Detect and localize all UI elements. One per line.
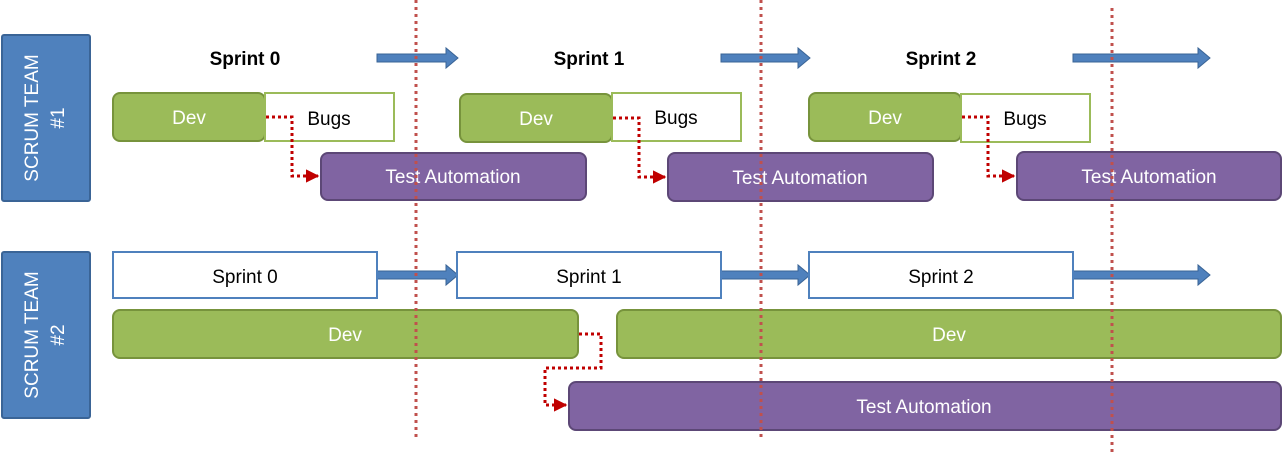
team2-sprint0-label: Sprint 0 [212, 267, 277, 288]
team1-sprint2-dev-label: Dev [868, 108, 902, 129]
team1-label: SCRUM TEAM #1 [1, 34, 91, 202]
team1-sprint2-arrow [1072, 46, 1211, 70]
team2-label-line2: #2 [48, 324, 69, 345]
team2-dev-box-1 [112, 309, 579, 359]
team1-sprint2-bugs-label: Bugs [1003, 109, 1046, 130]
team2-label: SCRUM TEAM #2 [1, 251, 91, 419]
team1-sprint0-title: Sprint 0 [210, 49, 281, 70]
team2-sprint2-arrow [1072, 263, 1211, 287]
team1-sprint2-title: Sprint 2 [906, 49, 977, 70]
team1-sprint0-dev-label: Dev [172, 108, 206, 129]
team1-sprint2-connector [962, 115, 1016, 183]
team2-label-line1: SCRUM TEAM [22, 271, 43, 398]
team2-test-box [568, 381, 1282, 431]
team2-dev-label-2: Dev [932, 325, 966, 346]
team1-sprint1-arrow [720, 46, 811, 70]
team2-sprint2-label: Sprint 2 [908, 267, 973, 288]
team2-dev-label-1: Dev [328, 325, 362, 346]
team2-sprint1-arrow [720, 263, 811, 287]
team1-label-line1: SCRUM TEAM [22, 54, 43, 181]
team1-sprint1-test-box [667, 152, 934, 202]
team2-sprint2-box [808, 251, 1074, 299]
team1-sprint1-dev-label: Dev [519, 109, 553, 130]
team1-sprint1-title: Sprint 1 [554, 49, 625, 70]
team2-connector [543, 332, 603, 412]
team1-sprint1-bugs-label: Bugs [654, 108, 697, 129]
team1-sprint2-test-box [1016, 151, 1282, 201]
team2-test-label: Test Automation [856, 397, 991, 418]
team2-dev-box-2 [616, 309, 1282, 359]
team1-sprint0-test-label: Test Automation [385, 167, 520, 188]
team1-sprint0-test-box [320, 152, 587, 201]
team1-sprint0-connector [266, 115, 320, 183]
team1-sprint0-bugs-label: Bugs [307, 109, 350, 130]
team1-sprint1-test-label: Test Automation [732, 168, 867, 189]
team2-sprint1-label: Sprint 1 [556, 267, 621, 288]
team2-sprint0-box [112, 251, 378, 299]
team1-sprint2-test-label: Test Automation [1081, 167, 1216, 188]
team1-label-line2: #1 [48, 107, 69, 128]
team1-sprint1-connector [613, 116, 667, 184]
team2-sprint1-box [456, 251, 722, 299]
